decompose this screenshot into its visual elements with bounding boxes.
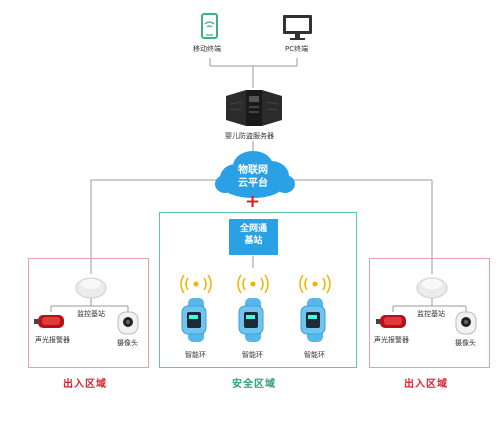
smart-band-icon — [300, 298, 326, 342]
mobile-phone-icon — [201, 13, 218, 39]
left-camera-label: 摄像头 — [117, 339, 138, 347]
left-zone-frame — [28, 258, 149, 368]
base-station-line1: 全网通 — [239, 224, 267, 234]
safe-zone-frame — [159, 212, 357, 368]
base-station-box: 全网通 基站 — [229, 219, 278, 255]
alarm-icon — [34, 315, 64, 328]
smart-band-icon — [238, 298, 264, 342]
cloud-line1: 物联网 — [238, 165, 268, 176]
right-zone-frame — [369, 258, 490, 368]
smart-band-icon — [181, 298, 207, 342]
safe-zone-title: 安全区域 — [232, 379, 276, 390]
mobile-terminal-label: 移动终端 — [193, 45, 221, 53]
cloud-platform-label: 物联网 云平台 — [228, 164, 278, 190]
plus-sign: + — [245, 191, 261, 212]
camera-icon — [117, 311, 139, 335]
left-alarm-label: 声光报警器 — [35, 336, 70, 344]
alarm-icon — [376, 315, 406, 328]
server-label: 婴儿防盗服务器 — [225, 132, 274, 140]
right-monitor-label: 监控基站 — [417, 310, 445, 318]
camera-icon — [455, 311, 477, 335]
smart-band-label-1: 智能环 — [185, 351, 206, 359]
right-zone-title: 出入区域 — [404, 379, 448, 390]
right-alarm-label: 声光报警器 — [374, 336, 409, 344]
left-monitor-label: 监控基站 — [77, 310, 105, 318]
monitor-station-icon — [416, 277, 448, 299]
smart-band-label-3: 智能环 — [304, 351, 325, 359]
base-station-line2: 基站 — [244, 236, 263, 246]
pc-terminal-label: PC终端 — [285, 45, 309, 53]
signal-icon — [180, 274, 331, 294]
cloud-line2: 云平台 — [238, 178, 268, 189]
smart-band-label-2: 智能环 — [242, 351, 263, 359]
right-camera-label: 摄像头 — [455, 339, 476, 347]
monitor-icon — [283, 15, 312, 40]
left-zone-title: 出入区域 — [63, 379, 107, 390]
monitor-station-icon — [75, 277, 107, 299]
